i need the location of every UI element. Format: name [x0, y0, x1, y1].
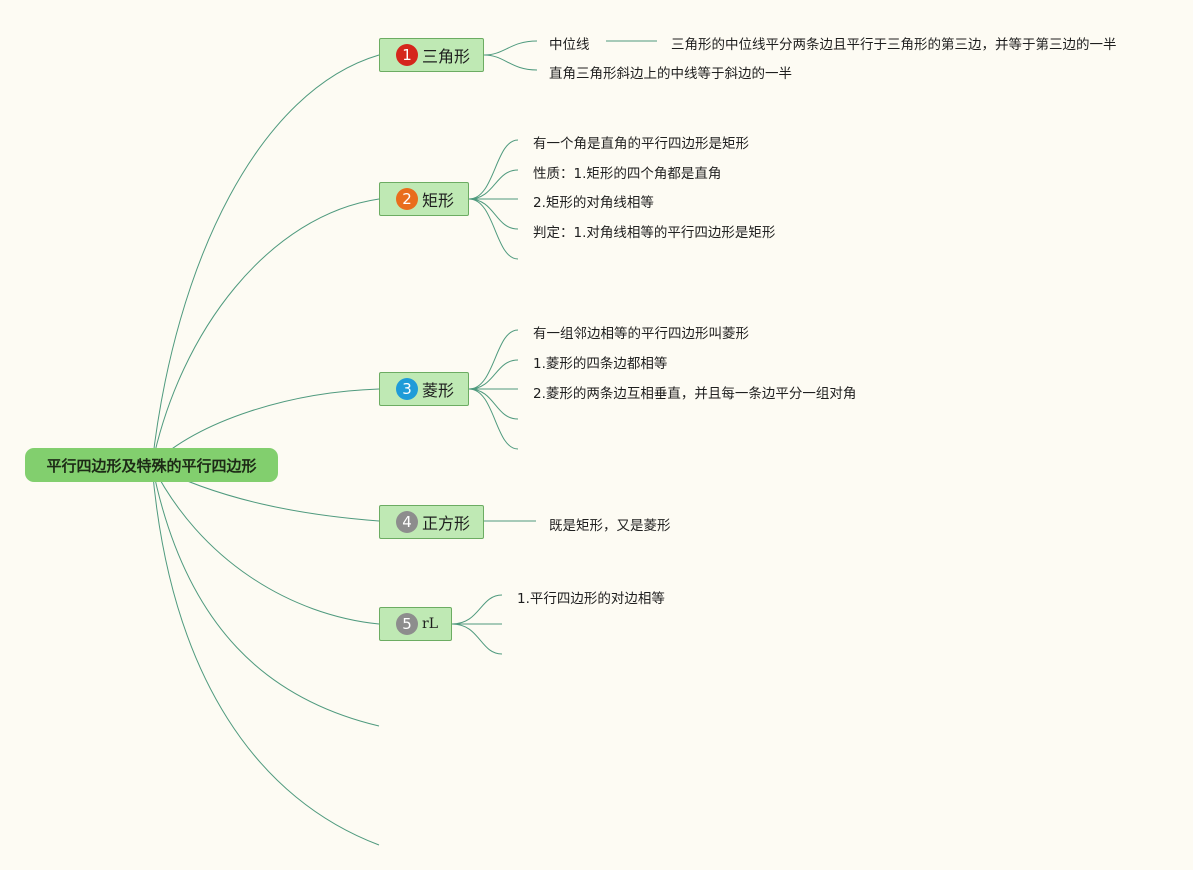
leaf-midline[interactable]: 中位线 [549, 37, 590, 53]
link-para-1 [451, 594, 503, 625]
link-root-triangle [151, 54, 380, 466]
branch-parallelogram-label: rL [422, 616, 438, 632]
branch-rhombus[interactable]: 3 菱形 [379, 372, 469, 406]
leaf-rect-property[interactable]: 性质：1.矩形的四个角都是直角 [533, 166, 722, 182]
link-rhom-2 [468, 359, 519, 390]
branch-square-label: 正方形 [422, 514, 471, 533]
link-triangle-midline [483, 40, 538, 56]
leaf-square-definition[interactable]: 既是矩形，又是菱形 [549, 518, 671, 534]
leaf-rect-diagonals[interactable]: 2.矩形的对角线相等 [533, 195, 654, 211]
branch-rectangle[interactable]: 2 矩形 [379, 182, 469, 216]
link-para-3 [451, 623, 503, 655]
badge-3-icon: 3 [396, 378, 418, 400]
root-label: 平行四边形及特殊的平行四边形 [46, 456, 257, 475]
leaf-para-opposite-sides[interactable]: 1.平行四边形的对边相等 [517, 591, 665, 607]
badge-4-icon: 4 [396, 511, 418, 533]
leaf-right-triangle[interactable]: 直角三角形斜边上的中线等于斜边的一半 [549, 66, 792, 82]
leaf-rhom-sides[interactable]: 1.菱形的四条边都相等 [533, 356, 668, 372]
link-root-empty-2 [151, 464, 380, 846]
branch-triangle[interactable]: 1 三角形 [379, 38, 484, 72]
link-rect-4 [468, 198, 519, 230]
link-rhom-5 [468, 388, 519, 450]
link-root-parallelogram [151, 464, 380, 625]
link-rhom-1 [468, 329, 519, 390]
badge-1-icon: 1 [396, 44, 418, 66]
leaf-rhom-diagonals[interactable]: 2.菱形的两条边互相垂直，并且每一条边平分一组对角 [533, 386, 857, 402]
branch-square[interactable]: 4 正方形 [379, 505, 484, 539]
branch-parallelogram[interactable]: 5 rL [379, 607, 452, 641]
leaf-rect-criterion[interactable]: 判定：1.对角线相等的平行四边形是矩形 [533, 225, 776, 241]
leaf-rhom-definition[interactable]: 有一组邻边相等的平行四边形叫菱形 [533, 326, 749, 342]
branch-triangle-label: 三角形 [422, 47, 471, 66]
leaf-rect-definition[interactable]: 有一个角是直角的平行四边形是矩形 [533, 136, 749, 152]
link-triangle-right [483, 54, 538, 71]
link-rect-5 [468, 198, 519, 260]
link-rhom-4 [468, 388, 519, 420]
badge-5-icon: 5 [396, 613, 418, 635]
link-root-rectangle [151, 198, 380, 466]
link-rect-2 [468, 169, 519, 200]
leaf-midline-detail[interactable]: 三角形的中位线平分两条边且平行于三角形的第三边，并等于第三边的一半 [671, 37, 1117, 53]
branch-rhombus-label: 菱形 [422, 381, 455, 400]
badge-2-icon: 2 [396, 188, 418, 210]
branch-rectangle-label: 矩形 [422, 191, 455, 210]
link-root-empty-1 [151, 464, 380, 727]
root-node[interactable]: 平行四边形及特殊的平行四边形 [25, 448, 278, 482]
link-rect-1 [468, 139, 519, 200]
